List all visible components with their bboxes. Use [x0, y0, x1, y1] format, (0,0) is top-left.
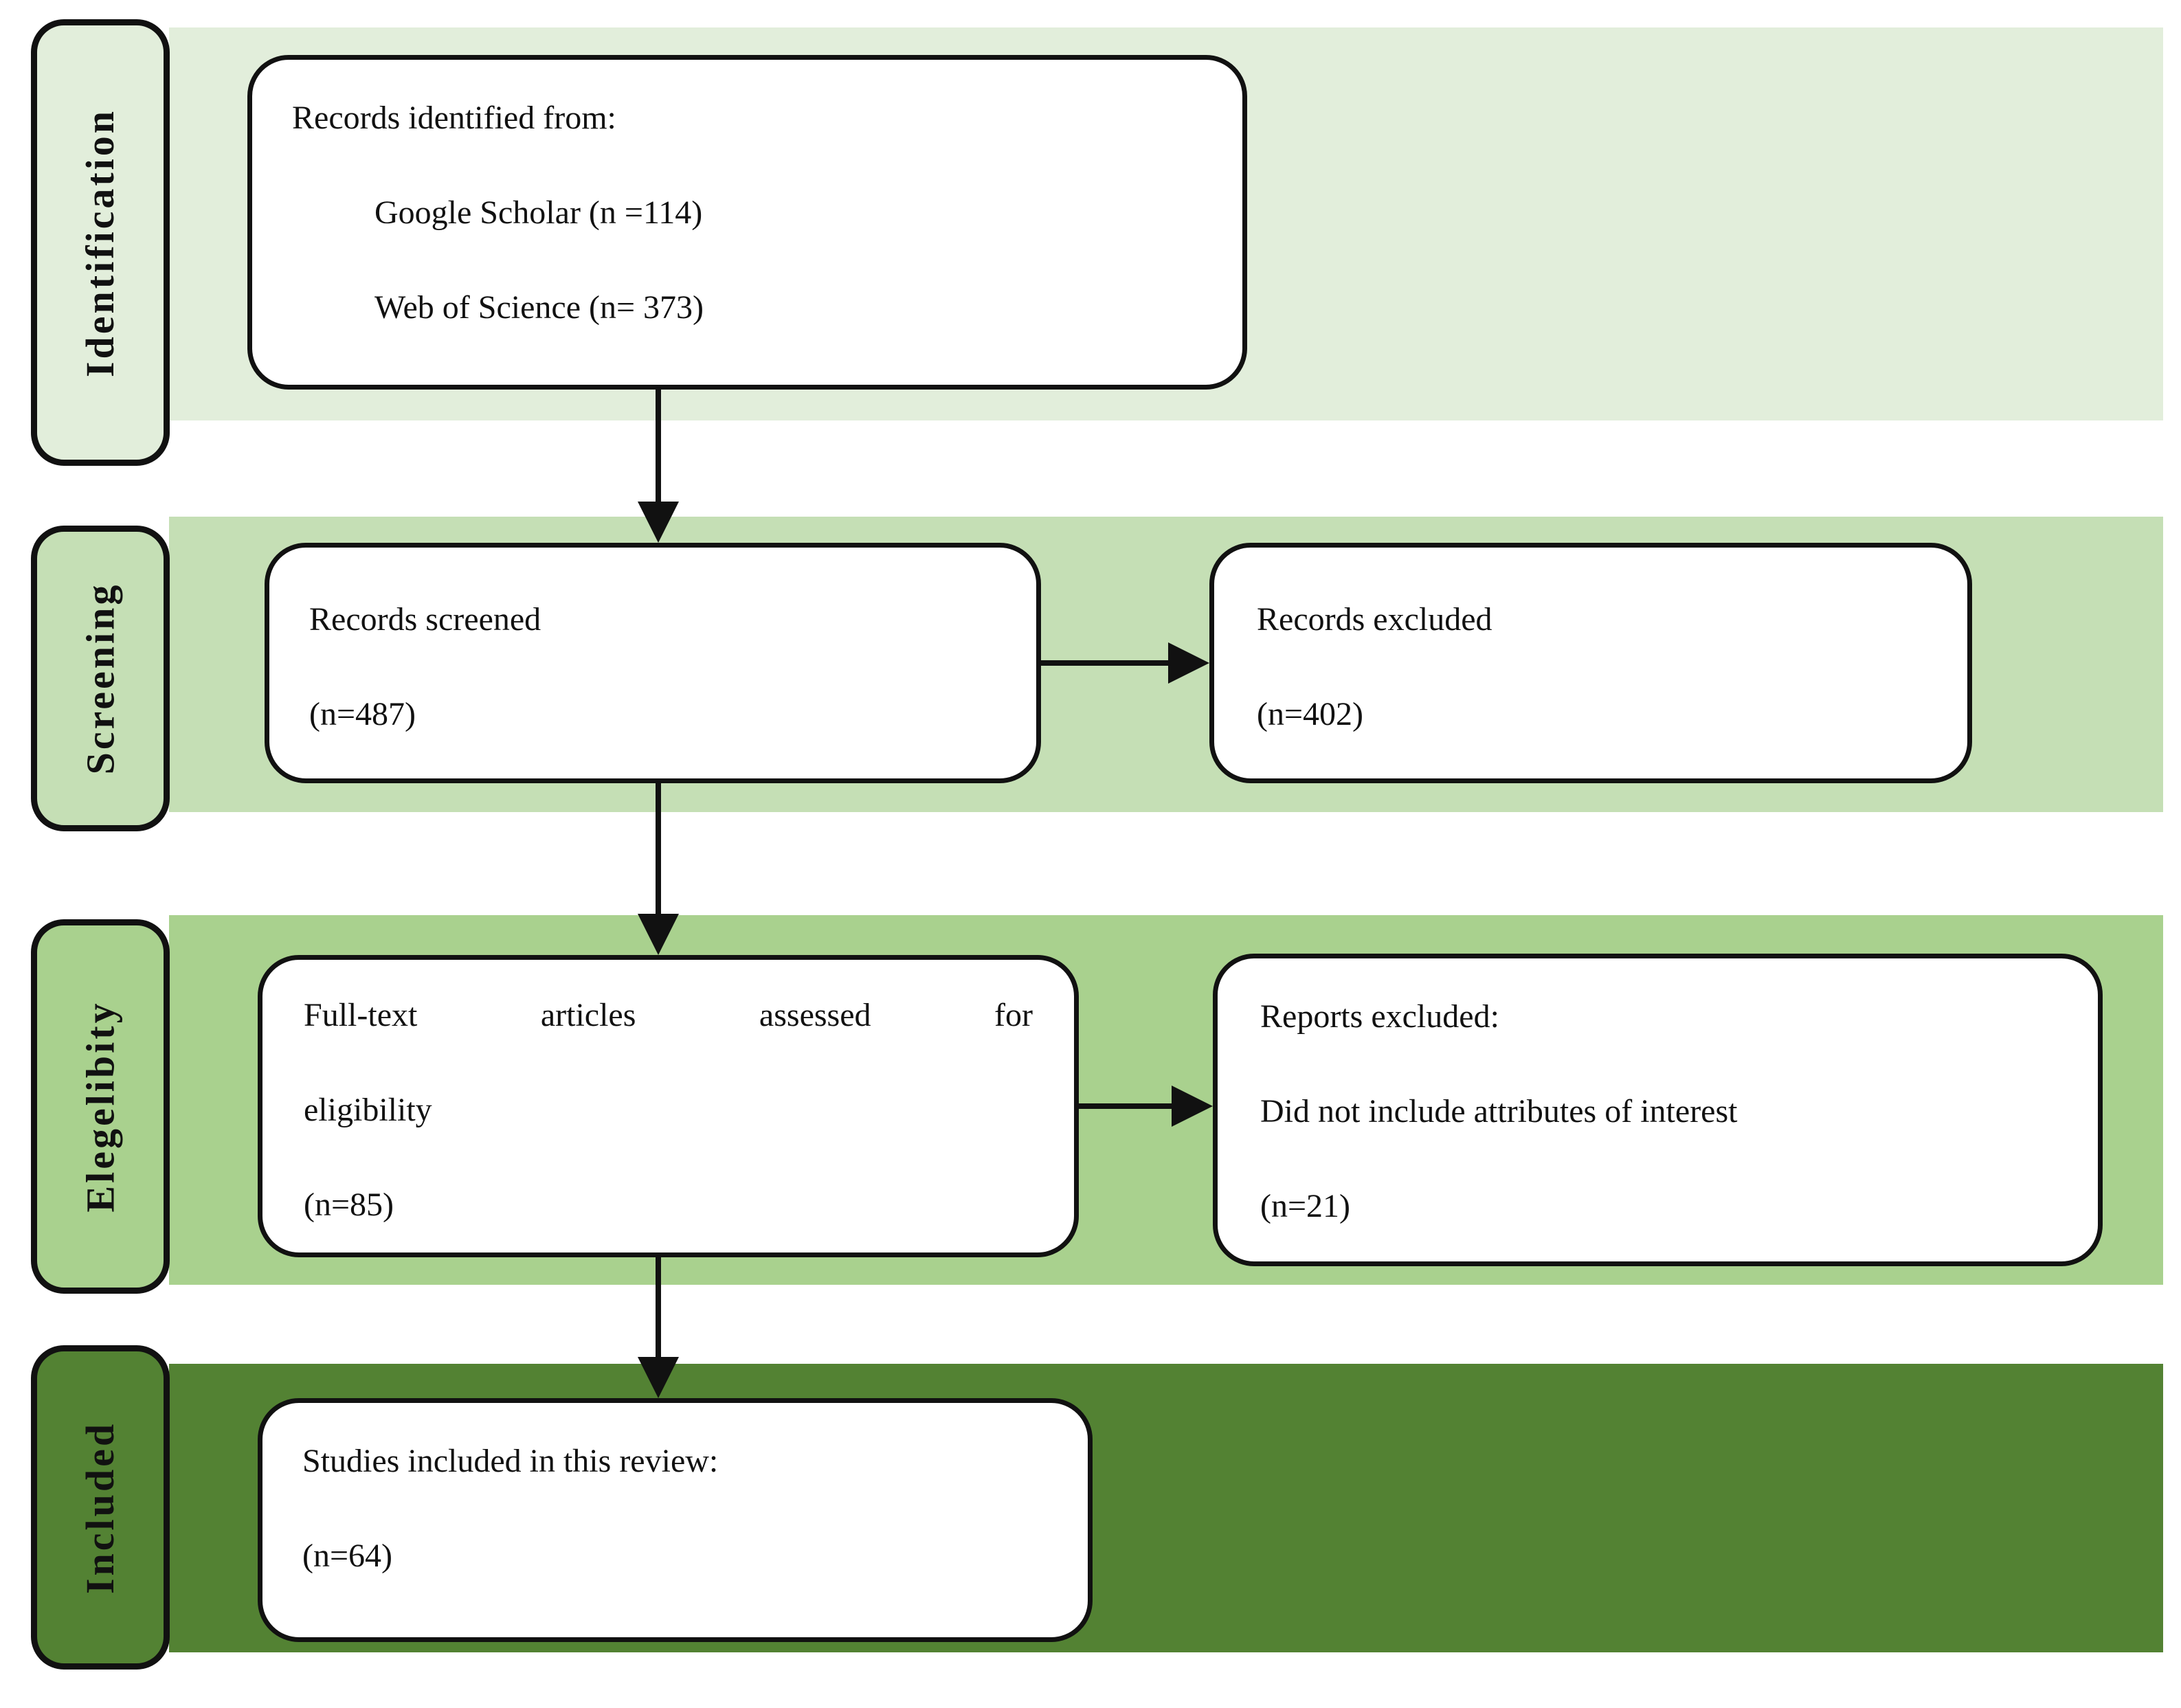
stage-label-eligibility: Elegelibity	[31, 919, 170, 1294]
records-identified-line-3: Web of Science (n= 373)	[374, 289, 704, 326]
records-identified-line-1: Records identified from:	[292, 100, 616, 136]
records-screened-line-2: (n=487)	[309, 696, 416, 732]
records-screened-box: Records screened (n=487)	[265, 543, 1041, 783]
studies-included-line-1: Studies included in this review:	[302, 1443, 719, 1479]
reports-excluded-line-2: Did not include attributes of interest	[1260, 1093, 1738, 1130]
stage-label-included-text: Included	[78, 1421, 123, 1594]
records-identified-line-2: Google Scholar (n =114)	[374, 194, 703, 231]
records-identified-box: Records identified from: Google Scholar …	[247, 55, 1247, 390]
arrow-fulltext-to-reports-excluded	[1079, 1086, 1213, 1127]
arrow-screened-to-excluded	[1041, 642, 1209, 684]
reports-excluded-box: Reports excluded: Did not include attrib…	[1213, 954, 2103, 1266]
records-excluded-box: Records excluded (n=402)	[1209, 543, 1972, 783]
arrow-screening-to-eligibility	[638, 783, 679, 955]
reports-excluded-line-3: (n=21)	[1260, 1188, 1351, 1224]
fulltext-assessed-line-3: (n=85)	[304, 1187, 394, 1223]
stage-label-screening: Screening	[31, 526, 170, 831]
fulltext-assessed-box: Full-text articles assessed for eligibil…	[258, 955, 1079, 1257]
fulltext-assessed-line-1: Full-text articles assessed for	[304, 997, 1033, 1033]
records-screened-line-1: Records screened	[309, 601, 541, 638]
stage-label-identification-text: Identification	[78, 108, 123, 377]
stage-label-screening-text: Screening	[78, 582, 123, 775]
stage-label-identification: Identification	[31, 19, 170, 466]
arrow-identification-to-screening	[638, 390, 679, 543]
arrow-eligibility-to-included	[638, 1257, 679, 1398]
records-excluded-line-1: Records excluded	[1257, 601, 1492, 638]
records-excluded-line-2: (n=402)	[1257, 696, 1364, 732]
reports-excluded-line-1: Reports excluded:	[1260, 998, 1499, 1035]
studies-included-line-2: (n=64)	[302, 1538, 393, 1574]
studies-included-box: Studies included in this review: (n=64)	[258, 1398, 1093, 1642]
fulltext-assessed-line-2: eligibility	[304, 1092, 432, 1128]
stage-label-eligibility-text: Elegelibity	[78, 1000, 123, 1213]
stage-label-included: Included	[31, 1345, 170, 1670]
